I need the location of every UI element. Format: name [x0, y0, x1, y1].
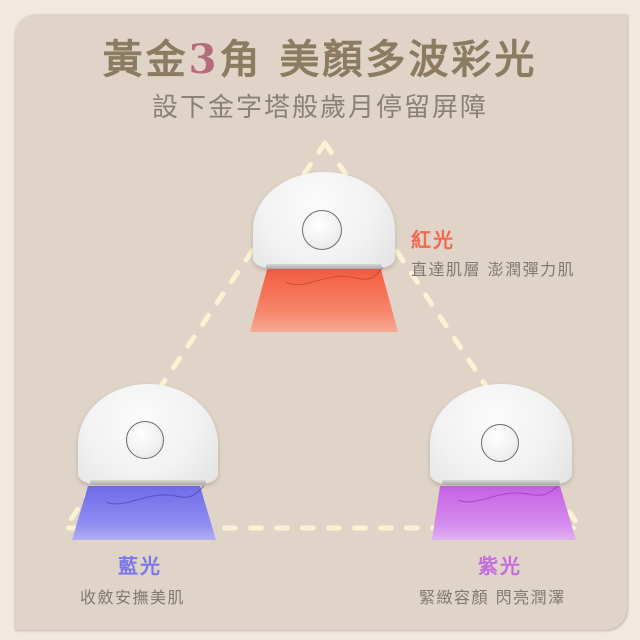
red-device-strip — [266, 264, 382, 269]
blue-device-strip — [90, 480, 206, 485]
red-device-button — [302, 210, 342, 250]
title-suffix: 角 美顏多波彩光 — [219, 36, 538, 83]
title-prefix: 黃金 — [102, 36, 189, 83]
red-light-title: 紅光 — [411, 228, 455, 252]
purple-light-title: 紫光 — [478, 554, 522, 578]
blue-device-button — [126, 421, 164, 459]
blue-light-description: 收斂安撫美肌 — [80, 588, 186, 607]
red-light-beam — [250, 265, 398, 332]
purple-light-beam — [432, 485, 576, 540]
title-number-highlight: 3 — [188, 36, 220, 83]
blue-light-beam — [72, 485, 216, 540]
red-light-description: 直達肌層 澎潤彈力肌 — [411, 260, 576, 279]
purple-light-description: 緊緻容顏 閃亮潤澤 — [419, 588, 566, 607]
purple-device-strip — [442, 480, 560, 485]
page-title: 黃金3角 美顏多波彩光 — [0, 36, 640, 84]
purple-device-button — [481, 424, 519, 462]
page-subtitle: 設下金字塔般歲月停留屏障 — [151, 93, 488, 123]
blue-light-title: 藍光 — [118, 554, 162, 578]
